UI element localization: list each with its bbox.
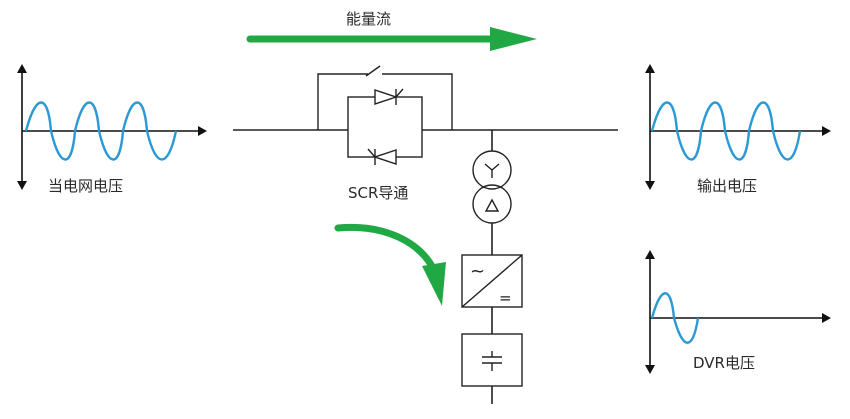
scr-antiparallel-pair [318,88,452,165]
grid-sine-wave [24,101,178,161]
output-voltage-chart [645,64,831,190]
dvr-voltage-label: DVR电压 [693,354,755,372]
dvr-sine-wave [650,292,700,344]
output-voltage-label: 输出电压 [697,177,757,195]
energy-flow-label: 能量流 [346,10,391,28]
grid-voltage-chart [17,64,207,190]
dvr-voltage-chart [645,250,831,374]
grid-voltage-label: 当电网电压 [48,177,123,195]
output-sine-wave [650,101,802,161]
scr-conduction-label: SCR导通 [348,184,408,202]
ac-dc-converter-icon: ~ = [461,254,523,308]
converter-ac-symbol: ~ [470,261,485,282]
bypass-switch [317,65,453,130]
energy-flow-arrow [246,27,537,51]
capacitor-icon [461,333,523,387]
energy-curve-arrow [334,223,446,306]
converter-dc-symbol: = [499,289,512,307]
wye-delta-transformer-icon [472,150,512,224]
